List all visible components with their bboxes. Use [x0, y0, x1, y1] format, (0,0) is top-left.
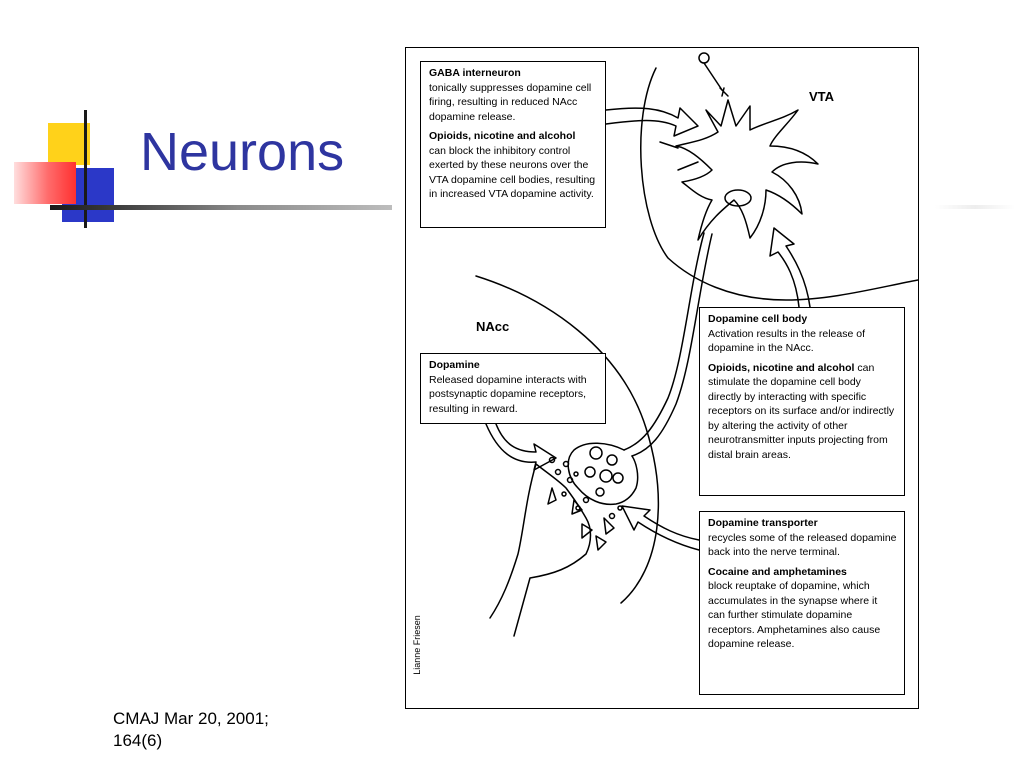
citation-line-2: 164(6) — [113, 730, 269, 752]
dopamine-cell-body — [676, 100, 818, 240]
dopamine-heading: Dopamine — [429, 359, 480, 371]
postsynaptic-neuron — [490, 464, 591, 636]
cellbody-text: Activation results in the release of dop… — [708, 328, 865, 355]
label-nacc: NAcc — [476, 319, 509, 334]
arrow-dopamine-to-synapse — [486, 424, 556, 470]
gaba-opioids-text: can block the inhibitory control exerted… — [429, 145, 595, 201]
citation-line-1: CMAJ Mar 20, 2001; — [113, 708, 269, 730]
label-vta: VTA — [809, 89, 834, 104]
gaba-interneuron-soma — [699, 53, 709, 63]
gaba-text: tonically suppresses dopamine cell firin… — [429, 82, 591, 123]
arrow-gaba-to-vta — [606, 108, 698, 136]
dopamine-text: Released dopamine interacts with postsyn… — [429, 374, 587, 415]
decor-vertical-line — [84, 110, 87, 228]
cellbody-opioids-text: can stimulate the dopamine cell body dir… — [708, 362, 894, 461]
transporter-text: recycles some of the released dopamine b… — [708, 532, 897, 559]
cellbody-opioids-heading: Opioids, nicotine and alcohol — [708, 362, 854, 374]
gaba-opioids-heading: Opioids, nicotine and alcohol — [429, 130, 575, 142]
transporter-heading: Dopamine transporter — [708, 517, 818, 529]
cocaine-heading: Cocaine and amphetamines — [708, 566, 847, 578]
neuron-diagram: VTA NAcc GABA interneuron tonically suppr… — [405, 47, 919, 709]
citation: CMAJ Mar 20, 2001; 164(6) — [113, 708, 269, 752]
cocaine-text: block reuptake of dopamine, which accumu… — [708, 580, 880, 650]
decor-faint-line — [935, 205, 1015, 209]
gaba-interneuron-axon — [704, 63, 722, 90]
gaba-heading: GABA interneuron — [429, 67, 521, 79]
gaba-interneuron-box: GABA interneuron tonically suppresses dop… — [420, 61, 606, 228]
illustrator-credit: Lianne Friesen — [412, 610, 422, 680]
cellbody-heading: Dopamine cell body — [708, 313, 807, 325]
arrow-transporter-to-terminal — [622, 506, 699, 550]
dopamine-transporter-box: Dopamine transporter recycles some of the… — [699, 511, 905, 695]
arrow-cellbody-to-vta — [770, 228, 810, 307]
decor-red-gradient-square — [14, 162, 76, 204]
vta-region-boundary — [641, 68, 918, 300]
decor-title-underline — [50, 205, 392, 210]
slide-title: Neurons — [140, 125, 344, 179]
